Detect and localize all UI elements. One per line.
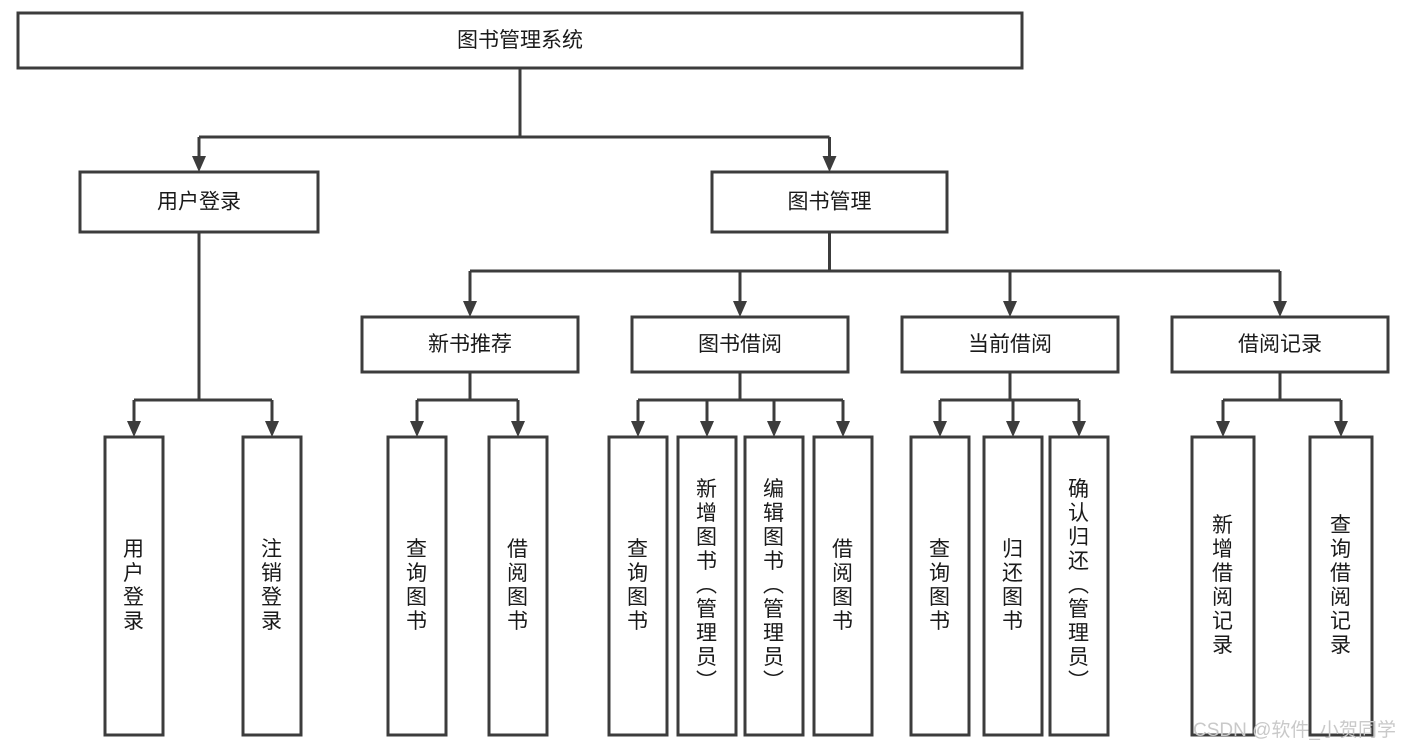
arrow-head-icon: [1273, 301, 1287, 317]
node-leaf-归还图书[interactable]: 归还图书: [982, 435, 1044, 737]
node-label: 当前借阅: [968, 333, 1052, 356]
arrow-head-icon: [265, 421, 279, 437]
node-label: 新书推荐: [428, 333, 512, 356]
node-level3-新书推荐[interactable]: 新书推荐: [360, 315, 580, 374]
node-box-rect: [607, 435, 669, 737]
node-box-rect: [1048, 435, 1110, 737]
node-label: 图书借阅: [698, 333, 782, 356]
arrow-head-icon: [822, 156, 837, 172]
boxes-layer: 图书管理系统用户登录图书管理新书推荐图书借阅当前借阅借阅记录用户登录注销登录查询…: [16, 11, 1390, 737]
node-level3-借阅记录[interactable]: 借阅记录: [1170, 315, 1390, 374]
node-label: 查询图书: [627, 538, 649, 633]
node-label: 查询图书: [929, 538, 951, 633]
arrow-head-icon: [836, 421, 850, 437]
node-level2-图书管理[interactable]: 图书管理: [710, 170, 949, 234]
arrow-head-icon: [1216, 421, 1230, 437]
arrow-head-icon: [1003, 301, 1017, 317]
node-label: 图书管理系统: [457, 29, 583, 52]
node-box-rect: [103, 435, 165, 737]
node-box-rect: [1190, 435, 1256, 737]
node-label: 借阅图书: [507, 538, 529, 633]
node-leaf-编辑图书管理员[interactable]: 编辑图书︵管理员︶: [743, 435, 805, 737]
node-label: 注销登录: [261, 538, 283, 633]
node-box-rect: [676, 435, 738, 737]
arrow-head-icon: [511, 421, 525, 437]
node-box-rect: [487, 435, 549, 737]
arrow-head-icon: [733, 301, 747, 317]
arrow-head-icon: [127, 421, 141, 437]
node-leaf-借阅图书[interactable]: 借阅图书: [487, 435, 549, 737]
node-leaf-注销登录[interactable]: 注销登录: [241, 435, 303, 737]
node-leaf-新增借阅记录[interactable]: 新增借阅记录: [1190, 435, 1256, 737]
node-level3-当前借阅[interactable]: 当前借阅: [900, 315, 1120, 374]
node-label: 编辑图书︵管理员︶: [763, 478, 785, 693]
arrow-head-icon: [767, 421, 781, 437]
arrow-head-icon: [410, 421, 424, 437]
node-level2-用户登录[interactable]: 用户登录: [78, 170, 320, 234]
node-label: 查询图书: [406, 538, 428, 633]
arrow-head-icon: [1072, 421, 1086, 437]
node-box-rect: [909, 435, 971, 737]
connectors-layer: [127, 68, 1348, 437]
node-box-rect: [1170, 315, 1390, 374]
node-root-图书管理系统[interactable]: 图书管理系统: [16, 11, 1024, 70]
node-leaf-查询借阅记录[interactable]: 查询借阅记录: [1308, 435, 1374, 737]
node-box-rect: [241, 435, 303, 737]
node-label: 查询借阅记录: [1330, 514, 1352, 657]
arrow-head-icon: [1334, 421, 1348, 437]
node-leaf-新增图书管理员[interactable]: 新增图书︵管理员︶: [676, 435, 738, 737]
node-label: 用户登录: [157, 191, 241, 214]
node-box-rect: [16, 11, 1024, 70]
csdn-watermark: CSDN @软件_小贺同学: [1193, 719, 1396, 741]
node-box-rect: [710, 170, 949, 234]
node-leaf-查询图书[interactable]: 查询图书: [909, 435, 971, 737]
node-label: 用户登录: [123, 538, 145, 633]
node-box-rect: [360, 315, 580, 374]
node-level3-图书借阅[interactable]: 图书借阅: [630, 315, 850, 374]
arrow-head-icon: [192, 156, 206, 172]
node-label: 图书管理: [788, 191, 872, 214]
node-box-rect: [386, 435, 448, 737]
node-box-rect: [1308, 435, 1374, 737]
node-box-rect: [630, 315, 850, 374]
node-label: 新增图书︵管理员︶: [696, 478, 718, 693]
arrow-head-icon: [700, 421, 714, 437]
node-label: 新增借阅记录: [1212, 514, 1234, 657]
node-box-rect: [982, 435, 1044, 737]
node-box-rect: [78, 170, 320, 234]
node-leaf-查询图书[interactable]: 查询图书: [607, 435, 669, 737]
node-leaf-查询图书[interactable]: 查询图书: [386, 435, 448, 737]
arrow-head-icon: [463, 301, 477, 317]
node-leaf-用户登录[interactable]: 用户登录: [103, 435, 165, 737]
node-label: 借阅记录: [1238, 333, 1322, 356]
arrow-head-icon: [631, 421, 645, 437]
node-box-rect: [812, 435, 874, 737]
arrow-head-icon: [1006, 421, 1020, 437]
node-leaf-借阅图书[interactable]: 借阅图书: [812, 435, 874, 737]
node-box-rect: [900, 315, 1120, 374]
arrow-head-icon: [933, 421, 947, 437]
node-label: 借阅图书: [832, 538, 854, 633]
node-label: 确认归还︵管理员︶: [1068, 478, 1090, 693]
node-leaf-确认归还管理员[interactable]: 确认归还︵管理员︶: [1048, 435, 1110, 737]
node-label: 归还图书: [1002, 538, 1024, 633]
node-box-rect: [743, 435, 805, 737]
